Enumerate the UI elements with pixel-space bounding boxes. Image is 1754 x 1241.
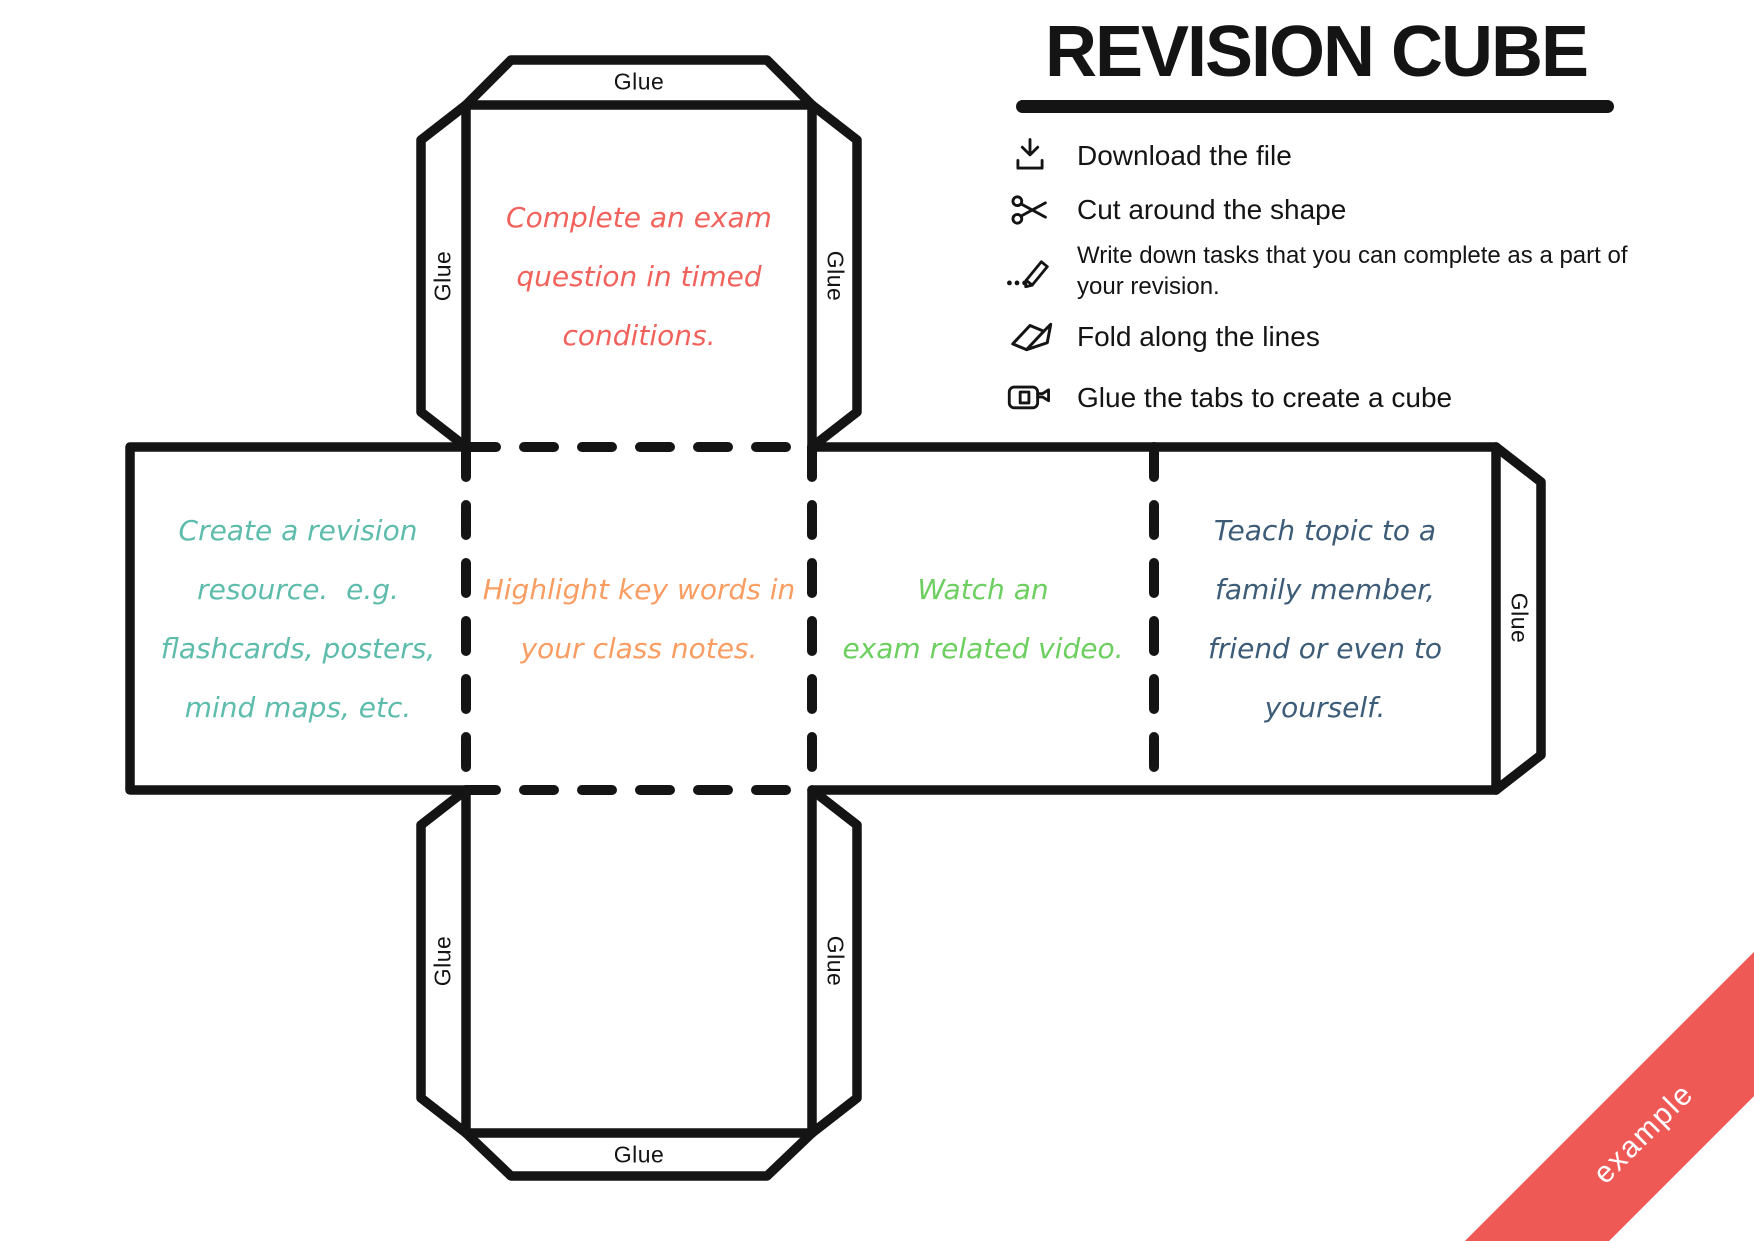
face-text-line: exam related video. bbox=[842, 631, 1124, 665]
left-face-outline bbox=[125, 442, 471, 795]
download-icon bbox=[993, 134, 1067, 178]
glue-label-right: Glue bbox=[1506, 592, 1533, 644]
glue-tab-top bbox=[461, 55, 817, 452]
face-teach-topic: Teach topic to a family member, friend o… bbox=[1154, 447, 1496, 798]
face-text-line: Watch an bbox=[917, 572, 1049, 606]
glue-label-top: Glue bbox=[613, 68, 665, 95]
instruction-glue: Glue the tabs to create a cube bbox=[993, 368, 1753, 428]
face-text-line: Teach topic to a bbox=[1213, 513, 1437, 547]
face-text-line: yourself. bbox=[1264, 690, 1386, 724]
face-text-line: flashcards, posters, bbox=[160, 631, 436, 665]
glue-label-top-right: Glue bbox=[822, 250, 849, 302]
instruction-text: Glue the tabs to create a cube bbox=[1077, 382, 1453, 413]
instruction-text: Write down tasks that you can complete a… bbox=[1077, 242, 1628, 300]
face-highlight-keywords: Highlight key words in your class notes. bbox=[466, 447, 812, 828]
face-watch-video: Watch an exam related video. bbox=[812, 447, 1154, 828]
instruction-fold: Fold along the lines bbox=[993, 306, 1753, 368]
glue-tab-bottom-left bbox=[416, 785, 471, 1138]
glue-tab-top-right bbox=[807, 100, 862, 452]
instruction-list: Download the file Cut around the shape bbox=[993, 128, 1753, 428]
glue-tab-right bbox=[1491, 442, 1546, 795]
page-title: REVISION CUBE bbox=[1044, 12, 1589, 92]
face-text-line: Highlight key words in bbox=[482, 572, 796, 606]
instruction-write: Write down tasks that you can complete a… bbox=[993, 236, 1753, 306]
face-text-line: Complete an exam bbox=[506, 200, 772, 234]
face-revision-resource: Create a revision resource. e.g. flashca… bbox=[130, 447, 466, 790]
glue-label-top-left: Glue bbox=[429, 250, 456, 302]
instruction-text: Cut around the shape bbox=[1077, 194, 1347, 225]
instruction-text: Download the file bbox=[1077, 140, 1292, 171]
face-text-line: Create a revision bbox=[178, 513, 418, 547]
glue-icon bbox=[993, 376, 1067, 420]
face-exam-question: Complete an exam question in timed condi… bbox=[466, 105, 812, 475]
write-pencil-icon bbox=[993, 249, 1067, 293]
face-text-line: your class notes. bbox=[520, 631, 758, 665]
face-text-line: friend or even to bbox=[1207, 631, 1443, 665]
glue-tab-bottom-right bbox=[807, 785, 862, 1138]
glue-label-bottom-left: Glue bbox=[429, 935, 456, 987]
face-text-line: conditions. bbox=[562, 318, 716, 352]
face-text-line: family member, bbox=[1215, 572, 1435, 606]
scissors-icon bbox=[993, 188, 1067, 232]
instruction-download: Download the file bbox=[993, 128, 1753, 184]
face-text-line: resource. e.g. bbox=[197, 572, 399, 606]
instruction-text: Fold along the lines bbox=[1077, 321, 1320, 352]
glue-label-bottom-right: Glue bbox=[822, 935, 849, 987]
glue-tab-top-left bbox=[416, 100, 471, 452]
glue-tab-bottom bbox=[461, 1128, 817, 1181]
title-underline bbox=[1016, 100, 1614, 113]
face-text-line: mind maps, etc. bbox=[184, 690, 412, 724]
face-text-line: question in timed bbox=[516, 259, 762, 293]
glue-label-bottom: Glue bbox=[613, 1141, 665, 1168]
instruction-cut: Cut around the shape bbox=[993, 184, 1753, 236]
fold-icon bbox=[993, 314, 1067, 360]
